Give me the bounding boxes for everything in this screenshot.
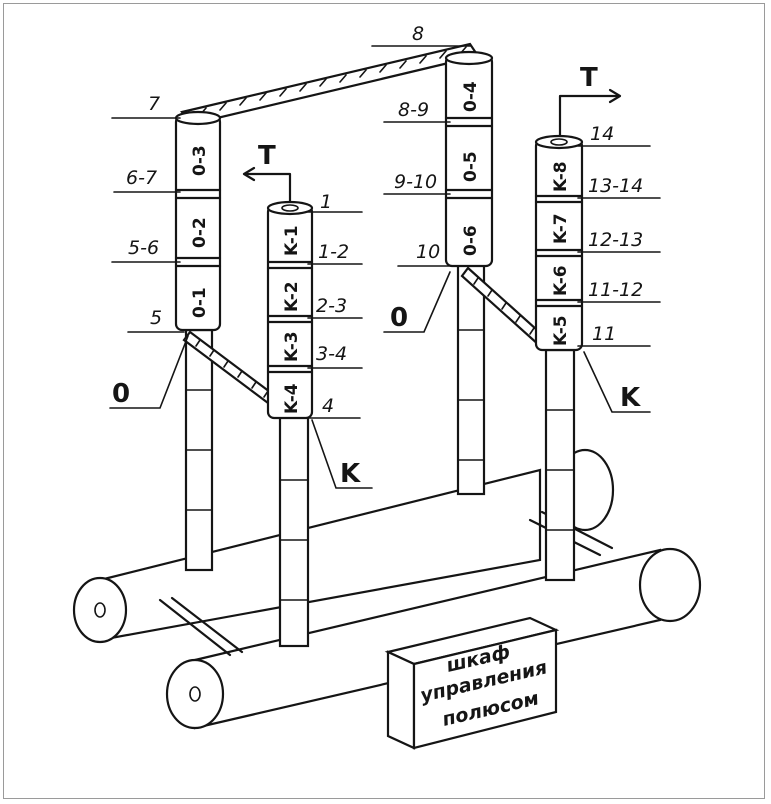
left-o-column (174, 110, 222, 332)
leader-left-k (311, 419, 373, 489)
label-8: 8 (412, 23, 424, 45)
segment-k-3: K-3 (282, 331, 302, 362)
label-right-o: 0 (390, 303, 408, 333)
segment-k-1: K-1 (282, 225, 302, 256)
label-5: 5 (150, 307, 162, 329)
segment-0-5: 0-5 (461, 151, 481, 182)
label-10: 10 (416, 241, 440, 263)
image-border (3, 3, 765, 799)
right-t-label: T (580, 63, 598, 93)
label-14: 14 (590, 123, 614, 145)
segment-0-1: 0-1 (190, 287, 210, 318)
post-left-o (184, 328, 214, 572)
label-12-13: 12-13 (588, 229, 643, 251)
base-pipe-front (165, 547, 702, 730)
label-2-3: 2-3 (316, 295, 347, 317)
label-11-12: 11-12 (588, 279, 643, 301)
post-right-k (544, 348, 576, 582)
segment-k-6: K-6 (551, 265, 571, 296)
segment-k-7: K-7 (551, 213, 571, 244)
segment-k-2: K-2 (282, 281, 302, 312)
leader-right-k (583, 351, 651, 413)
label-5-6: 5-6 (128, 237, 159, 259)
left-t-arrow (242, 166, 292, 204)
segment-0-3: 0-3 (190, 145, 210, 176)
label-7: 7 (148, 93, 160, 115)
label-1-2: 1-2 (318, 241, 349, 263)
segment-0-4: 0-4 (461, 81, 481, 112)
label-4: 4 (322, 395, 334, 417)
label-13-14: 13-14 (588, 175, 643, 197)
label-left-o: 0 (112, 379, 130, 409)
segment-0-6: 0-6 (461, 225, 481, 256)
segment-0-2: 0-2 (190, 217, 210, 248)
leader-left-o (109, 335, 189, 409)
label-6-7: 6-7 (126, 167, 157, 189)
right-t-arrow (558, 88, 622, 138)
label-3-4: 3-4 (316, 343, 347, 365)
segment-k-4: K-4 (282, 383, 302, 414)
control-cabinet (384, 616, 560, 750)
post-left-k (278, 410, 310, 648)
label-9-10: 9-10 (394, 171, 437, 193)
leader-right-o (383, 271, 451, 333)
top-bus-bar (180, 42, 480, 126)
segment-k-5: K-5 (551, 315, 571, 346)
label-right-k: K (620, 383, 641, 413)
segment-k-8: K-8 (551, 161, 571, 192)
post-right-o (456, 260, 486, 496)
right-k-column (534, 134, 584, 352)
left-t-label: T (258, 141, 276, 171)
left-link-bar (182, 330, 280, 408)
label-left-k: K (340, 459, 361, 489)
right-o-column (444, 50, 494, 268)
label-1: 1 (320, 191, 332, 213)
label-8-9: 8-9 (398, 99, 429, 121)
left-k-column (266, 200, 314, 420)
label-11: 11 (592, 323, 616, 345)
